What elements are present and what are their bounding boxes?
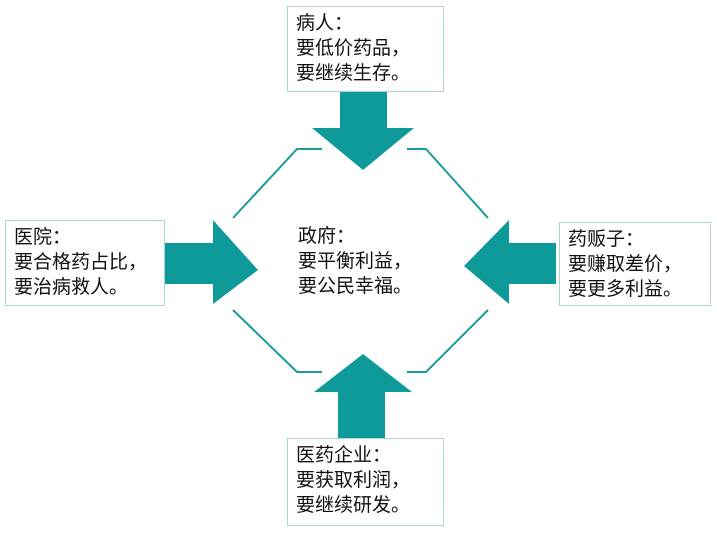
patient-title: 病人： xyxy=(296,12,354,34)
pharma-title: 医药企业： xyxy=(296,444,392,466)
hospital-title: 医院： xyxy=(14,226,72,248)
pharma-line-2: 要继续研发。 xyxy=(296,494,411,516)
patient-box: 病人： 要低价药品， 要继续生存。 xyxy=(287,6,444,92)
dealer-line-1: 要赚取差价， xyxy=(568,253,683,275)
government-line-1: 要平衡利益， xyxy=(298,250,413,272)
dealer-box: 药贩子： 要赚取差价， 要更多利益。 xyxy=(559,222,711,306)
arrow-right-from-hospital xyxy=(164,220,258,304)
pharma-box: 医药企业： 要获取利润， 要继续研发。 xyxy=(287,438,444,526)
arrows xyxy=(164,90,556,438)
hospital-box: 医院： 要合格药占比， 要治病救人。 xyxy=(5,220,165,306)
octagon-bottom-right xyxy=(407,309,489,373)
pharma-line-1: 要获取利润， xyxy=(296,469,411,491)
dealer-title: 药贩子： xyxy=(568,228,645,250)
octagon-top-right xyxy=(407,148,489,219)
octagon-bottom-left xyxy=(232,309,322,373)
hospital-line-2: 要治病救人。 xyxy=(14,276,129,298)
hospital-line-1: 要合格药占比， xyxy=(14,251,148,273)
octagon-outline xyxy=(232,148,489,373)
arrow-left-from-dealer xyxy=(464,220,556,304)
arrow-up-from-pharma xyxy=(314,354,412,438)
octagon-top-left xyxy=(232,148,322,219)
government-title: 政府： xyxy=(298,225,356,247)
government-text: 政府： 要平衡利益， 要公民幸福。 xyxy=(298,224,412,299)
government-line-2: 要公民幸福。 xyxy=(298,275,413,297)
arrow-down-from-patient xyxy=(312,90,414,170)
patient-line-1: 要低价药品， xyxy=(296,37,411,59)
dealer-line-2: 要更多利益。 xyxy=(568,278,683,300)
patient-line-2: 要继续生存。 xyxy=(296,62,411,84)
